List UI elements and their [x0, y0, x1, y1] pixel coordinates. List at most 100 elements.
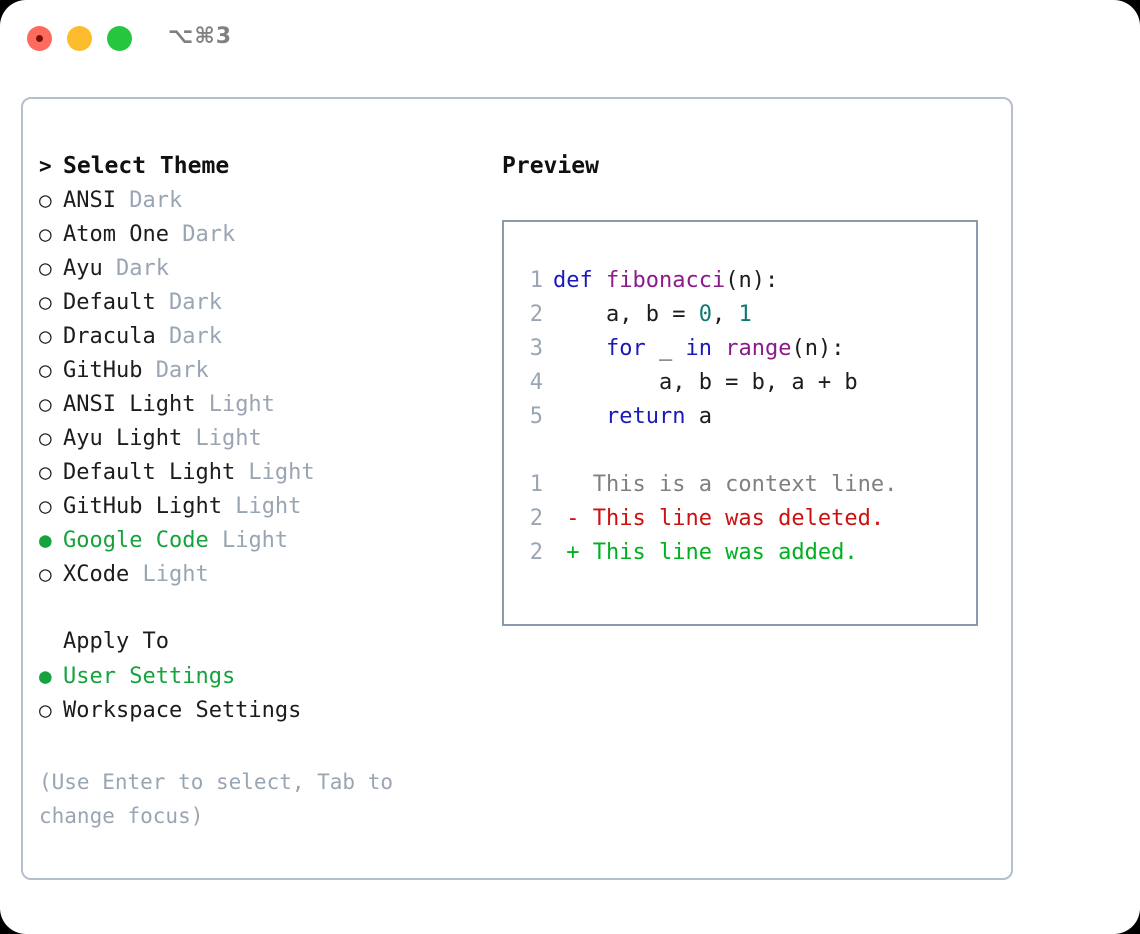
code-token — [553, 336, 606, 361]
apply-to-option-workspace-settings[interactable]: ○ Workspace Settings — [39, 693, 469, 727]
radio-unselected-icon: ○ — [39, 358, 52, 382]
code-line: 5 return a — [519, 400, 897, 434]
theme-option-name: Dracula — [63, 324, 156, 349]
theme-option-xcode[interactable]: ○XCode Light — [39, 557, 469, 591]
apply-to-option-list: ● User Settings ○ Workspace Settings — [39, 659, 469, 727]
theme-option-ansi-light[interactable]: ○ ANSI Light Light — [39, 387, 469, 421]
line-number: 2 — [529, 506, 543, 531]
theme-option-name: Default — [63, 290, 156, 315]
theme-option-name: Atom One — [63, 222, 169, 247]
code-token: , — [711, 302, 739, 327]
code-line: 2 a, b = 0, 1 — [519, 298, 897, 332]
theme-option-name: Ayu Light — [63, 426, 183, 451]
code-line: 1 This is a context line. — [519, 468, 898, 502]
theme-variant-badge: Dark — [155, 290, 222, 315]
radio-unselected-icon: ○ — [39, 698, 52, 722]
line-number: 3 — [529, 336, 543, 361]
help-hint-text: (Use Enter to select, Tab to change focu… — [39, 770, 394, 828]
theme-variant-badge: Light — [208, 528, 289, 553]
theme-option-name: GitHub — [63, 358, 143, 383]
code-token: (n): — [791, 336, 845, 361]
radio-unselected-icon: ○ — [39, 562, 52, 586]
theme-option-name: Google Code — [63, 528, 209, 553]
theme-option-ansi[interactable]: ○ANSI Dark — [39, 183, 469, 217]
code-line: 4 a, b = b, a + b — [519, 366, 897, 400]
theme-option-default-light[interactable]: ○Default Light Light — [39, 455, 469, 489]
theme-option-github-light[interactable]: ○ GitHub Light Light — [39, 489, 469, 523]
line-number: 5 — [529, 404, 543, 429]
theme-option-github[interactable]: ○ GitHub Dark — [39, 353, 469, 387]
theme-option-ayu[interactable]: ○Ayu Dark — [39, 251, 469, 285]
radio-unselected-icon: ○ — [39, 290, 52, 314]
theme-option-default[interactable]: ○ Default Dark — [39, 285, 469, 319]
theme-variant-badge: Light — [129, 562, 209, 587]
radio-unselected-icon: ○ — [39, 494, 52, 518]
radio-unselected-icon: ○ — [39, 426, 52, 450]
theme-option-ayu-light[interactable]: ○ Ayu Light Light — [39, 421, 469, 455]
code-token: in — [685, 336, 712, 361]
code-token — [712, 336, 725, 361]
minimize-button[interactable] — [67, 26, 92, 51]
theme-variant-badge: Light — [182, 426, 262, 451]
maximize-button[interactable] — [107, 26, 132, 51]
radio-unselected-icon: ○ — [39, 256, 52, 280]
theme-list-column: >Select Theme ○ANSI Dark○Atom One Dark○A… — [39, 149, 469, 727]
code-token: a, b = — [553, 302, 699, 327]
radio-unselected-icon: ○ — [39, 460, 52, 484]
line-number: 1 — [529, 268, 543, 293]
theme-option-name: ANSI Light — [63, 392, 196, 417]
theme-option-name: ANSI — [63, 188, 116, 213]
code-token: def — [553, 268, 606, 293]
code-diff-separator — [519, 434, 897, 468]
record-indicator-icon — [36, 35, 43, 42]
theme-variant-badge: Dark — [142, 358, 209, 383]
apply-to-option-name: Workspace Settings — [63, 698, 302, 723]
theme-variant-badge: Dark — [168, 222, 236, 247]
radio-selected-icon: ● — [39, 528, 52, 552]
radio-unselected-icon: ○ — [39, 222, 52, 246]
radio-selected-icon: ● — [39, 664, 52, 688]
code-token: range — [725, 336, 792, 361]
theme-variant-badge: Light — [195, 392, 275, 417]
theme-option-name: GitHub Light — [63, 494, 222, 519]
line-number: 2 — [529, 302, 543, 327]
code-token — [553, 404, 606, 429]
select-theme-header-label: Select Theme — [63, 153, 230, 179]
line-number: 4 — [529, 370, 543, 395]
code-line: 2 - This line was deleted. — [519, 502, 897, 536]
preview-title: Preview — [502, 153, 599, 179]
theme-variant-badge: Dark — [155, 324, 222, 349]
code-line: 3 for _ in range(n): — [519, 332, 897, 366]
list-spacer — [39, 591, 469, 625]
theme-variant-badge: Light — [221, 494, 302, 519]
theme-option-google-code[interactable]: ● Google Code Light — [39, 523, 469, 557]
theme-option-dracula[interactable]: ○ Dracula Dark — [39, 319, 469, 353]
theme-option-atom-one[interactable]: ○ Atom One Dark — [39, 217, 469, 251]
radio-unselected-icon: ○ — [39, 392, 52, 416]
keyboard-shortcut-label: ⌥⌘3 — [168, 24, 233, 49]
code-token: + This line was added. — [553, 540, 858, 565]
apply-to-option-name: User Settings — [63, 664, 236, 689]
line-number: 2 — [529, 540, 543, 565]
select-theme-header: > Select Theme — [39, 149, 469, 183]
code-token: This is a context line. — [553, 472, 898, 497]
theme-variant-badge: Dark — [102, 256, 169, 281]
prompt-caret-icon: > — [39, 154, 52, 178]
code-token: fibonacci — [605, 268, 726, 293]
code-token: for — [605, 336, 646, 361]
code-line: 2 + This line was added. — [519, 536, 897, 570]
code-token: a — [685, 404, 712, 429]
theme-selector-panel: >Select Theme ○ANSI Dark○Atom One Dark○A… — [21, 97, 1013, 880]
title-bar: ⌥⌘3 — [0, 0, 1140, 78]
apply-to-option-user-settings[interactable]: ● User Settings — [39, 659, 469, 693]
code-token: - This line was deleted. — [553, 506, 885, 531]
apply-to-label: Apply To — [63, 629, 169, 654]
theme-variant-badge: Dark — [115, 188, 183, 213]
radio-unselected-icon: ○ — [39, 324, 52, 348]
theme-variant-badge: Light — [235, 460, 315, 485]
